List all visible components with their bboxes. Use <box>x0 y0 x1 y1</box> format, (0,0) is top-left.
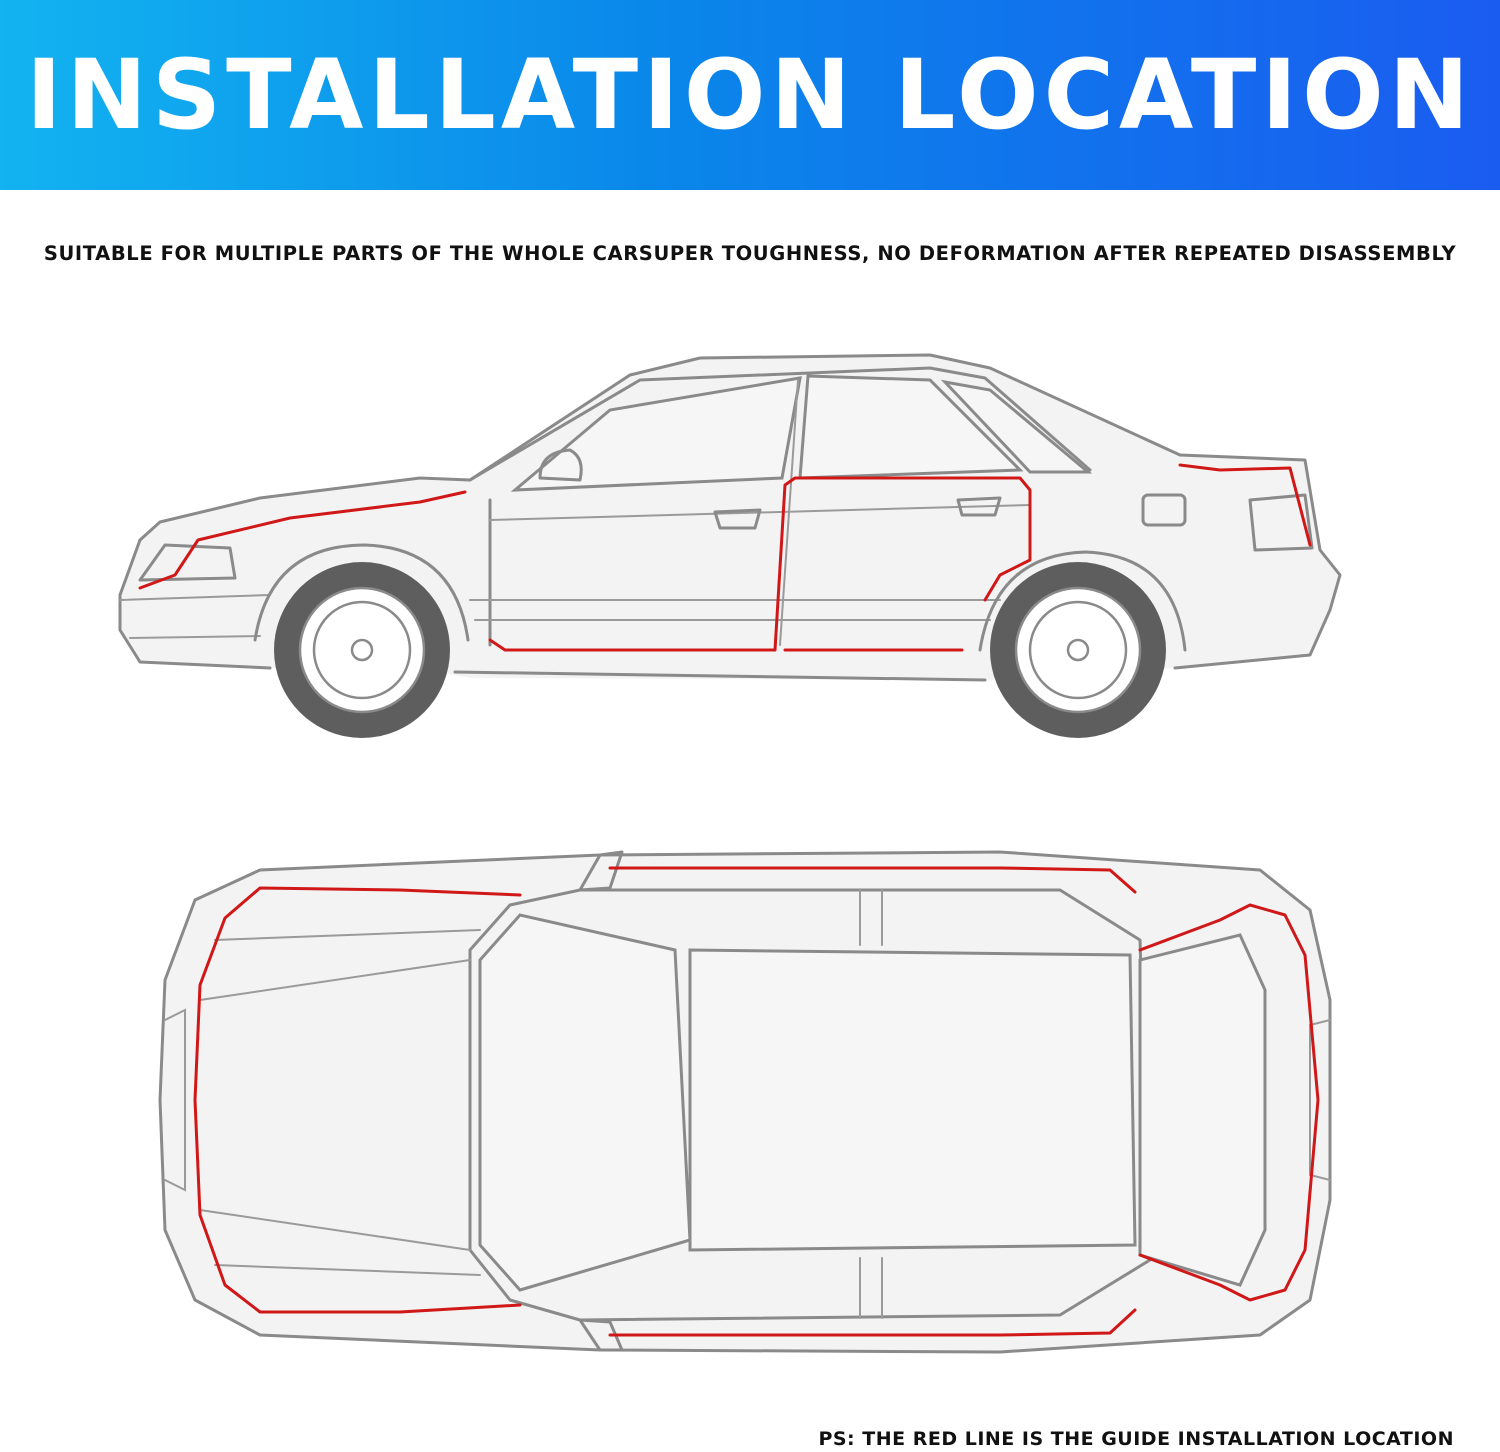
footnote-text: PS: THE RED LINE IS THE GUIDE INSTALLATI… <box>818 1428 1454 1450</box>
car-top-view <box>158 850 1332 1354</box>
page-title: INSTALLATION LOCATION <box>25 39 1475 151</box>
car-side-view <box>118 353 1342 738</box>
header-banner: INSTALLATION LOCATION <box>0 0 1500 190</box>
subtitle-text: SUITABLE FOR MULTIPLE PARTS OF THE WHOLE… <box>43 242 1457 265</box>
